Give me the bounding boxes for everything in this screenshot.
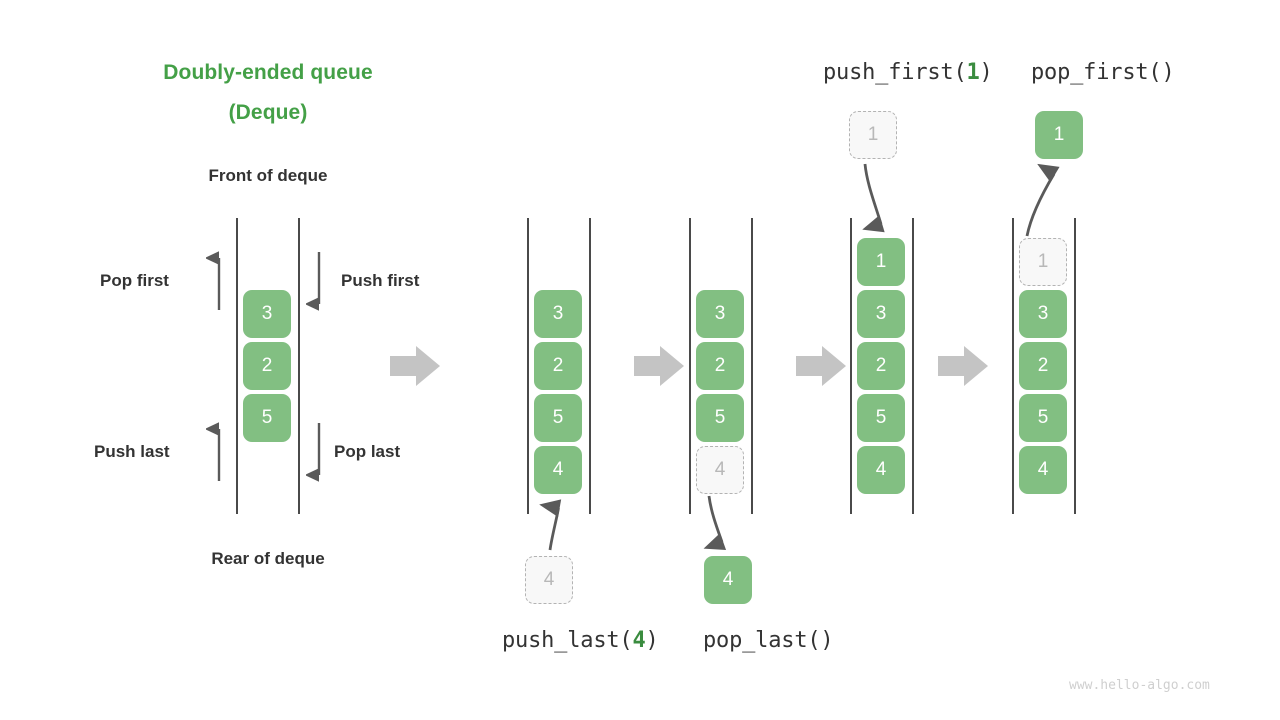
deque-cell: 4 [857, 446, 905, 494]
deque-cell: 5 [696, 394, 744, 442]
flow-arrow-icon [938, 346, 988, 386]
push-last-label: Push last [94, 442, 170, 461]
pop-last-signature-label: pop_last() [703, 628, 834, 653]
deque-cell: 2 [857, 342, 905, 390]
flow-arrow-icon [796, 346, 846, 386]
push-first-arrow-icon [306, 252, 321, 311]
flow-arrow-icon [390, 346, 440, 386]
deque-cell: 2 [1019, 342, 1067, 390]
push-first-move-arrow-icon [862, 163, 885, 233]
deque-rail-left [527, 218, 529, 514]
deque-rail-right [589, 218, 591, 514]
pop-last-arrow-icon [306, 423, 321, 482]
pop-first-arrow-icon [206, 251, 221, 310]
push-last-signature-prefix: push_last( [502, 628, 633, 653]
deque-rail-right [912, 218, 914, 514]
deque-cell: 3 [857, 290, 905, 338]
floating-popped-cell: 4 [704, 556, 752, 604]
push-last-signature-arg: 4 [632, 628, 646, 653]
deque-cell: 1 [857, 238, 905, 286]
push-first-signature-label: push_first(1) [823, 60, 993, 85]
deque-rail-left [1012, 218, 1014, 514]
push-last-move-arrow-icon [539, 499, 562, 551]
deque-cell: 5 [857, 394, 905, 442]
deque-cell: 5 [243, 394, 291, 442]
deque-ghost-cell: 4 [696, 446, 744, 494]
diagram-title-line2: (Deque) [228, 101, 308, 124]
deque-cell: 5 [534, 394, 582, 442]
deque-cell: 4 [534, 446, 582, 494]
front-of-deque-label: Front of deque [208, 166, 328, 185]
push-last-arrow-icon [206, 422, 221, 481]
pop-first-move-arrow-icon [1025, 163, 1060, 237]
diagram-title-line1: Doubly-ended queue [163, 61, 373, 84]
deque-cell: 3 [1019, 290, 1067, 338]
deque-cell: 3 [696, 290, 744, 338]
floating-popped-cell: 1 [1035, 111, 1083, 159]
pop-last-label: Pop last [334, 442, 401, 461]
push-first-signature-arg: 1 [966, 60, 980, 85]
push-first-signature-suffix: ) [979, 60, 993, 85]
deque-cell: 4 [1019, 446, 1067, 494]
deque-cell: 2 [243, 342, 291, 390]
deque-rail-right [298, 218, 300, 514]
deque-cell: 3 [534, 290, 582, 338]
push-last-signature-label: push_last(4) [502, 628, 659, 653]
deque-rail-right [1074, 218, 1076, 514]
pop-first-label: Pop first [100, 271, 169, 290]
deque-rail-left [236, 218, 238, 514]
pop-last-move-arrow-icon [703, 495, 727, 551]
floating-ghost-cell: 1 [849, 111, 897, 159]
pop-first-signature-label: pop_first() [1031, 60, 1175, 85]
deque-rail-left [850, 218, 852, 514]
flow-arrow-icon [634, 346, 684, 386]
deque-rail-right [751, 218, 753, 514]
deque-cell: 3 [243, 290, 291, 338]
deque-cell: 2 [696, 342, 744, 390]
deque-ghost-cell: 1 [1019, 238, 1067, 286]
floating-ghost-cell: 4 [525, 556, 573, 604]
watermark: www.hello-algo.com [1069, 678, 1210, 693]
rear-of-deque-label: Rear of deque [211, 549, 325, 568]
push-last-signature-suffix: ) [645, 628, 659, 653]
push-first-signature-prefix: push_first( [823, 60, 967, 85]
deque-rail-left [689, 218, 691, 514]
push-first-label: Push first [341, 271, 420, 290]
deque-cell: 2 [534, 342, 582, 390]
deque-cell: 5 [1019, 394, 1067, 442]
